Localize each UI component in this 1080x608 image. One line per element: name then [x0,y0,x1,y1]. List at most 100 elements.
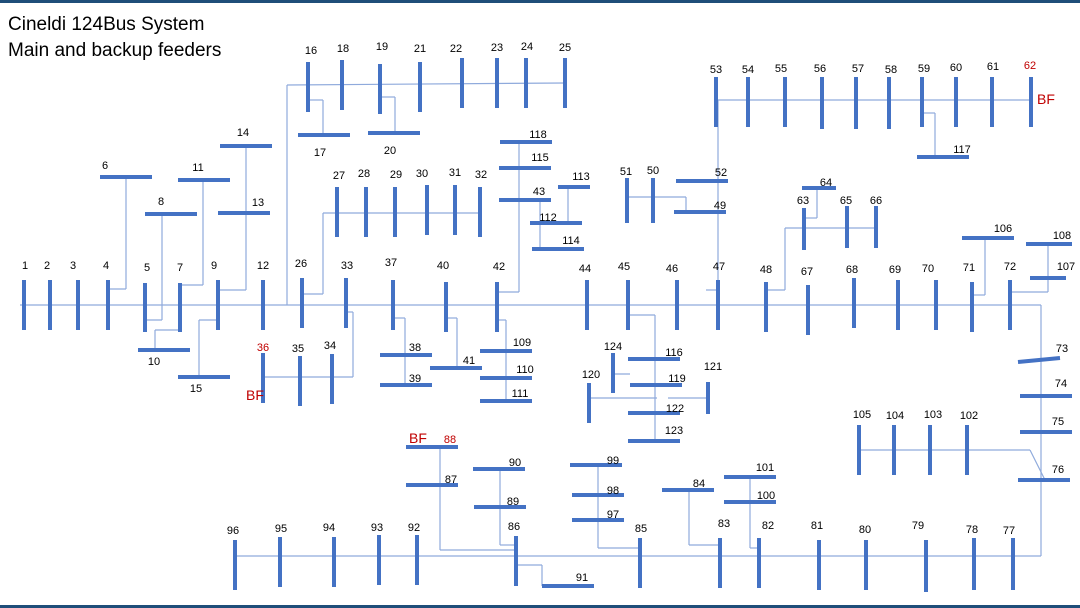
bus-label-81: 81 [811,520,823,532]
bus-label-59: 59 [918,63,930,75]
bus-label-25: 25 [559,42,571,54]
backup-feeder-label-36: BF [246,387,264,403]
bus-label-3: 3 [70,260,76,272]
bus-label-29: 29 [390,169,402,181]
backup-feeder-label-62: BF [1037,91,1055,107]
bus-label-11: 11 [192,162,203,174]
bus-label-4: 4 [103,260,109,272]
bus-label-54: 54 [742,64,754,76]
bus-label-14: 14 [237,127,249,139]
bus-label-13: 13 [252,197,264,209]
bus-label-35: 35 [292,343,304,355]
bus-label-79: 79 [912,520,924,532]
bus-label-91: 91 [576,572,588,584]
bus-label-93: 93 [371,522,383,534]
bus-label-88: 88 [444,434,456,446]
bus-label-115: 115 [531,152,549,164]
bus-label-58: 58 [885,64,897,76]
bus-label-26: 26 [295,258,307,270]
bus-label-24: 24 [521,41,533,53]
bus-label-51: 51 [620,166,632,178]
bus-label-19: 19 [376,41,388,53]
bus-label-73: 73 [1056,343,1068,355]
bus-label-28: 28 [358,168,370,180]
bus-label-99: 99 [607,455,619,467]
bus-label-87: 87 [445,474,457,486]
bus-label-97: 97 [607,509,619,521]
bus-label-57: 57 [852,63,864,75]
diagram-subtitle: Main and backup feeders [8,40,222,61]
bus-label-76: 76 [1052,464,1064,476]
bus-label-47: 47 [713,261,725,273]
bus-label-106: 106 [994,223,1012,235]
bus-label-31: 31 [449,167,461,179]
bus-label-12: 12 [257,260,269,272]
bus-label-77: 77 [1003,525,1015,537]
bus-label-117: 117 [953,144,971,156]
bus-label-122: 122 [666,403,684,415]
bus-label-111: 111 [512,388,529,400]
bus-label-23: 23 [491,42,503,54]
diagram-title: Cineldi 124Bus System [8,14,205,35]
bus-label-33: 33 [341,260,353,272]
bus-label-64: 64 [820,177,832,189]
bus-label-30: 30 [416,168,428,180]
bus-label-121: 121 [704,361,722,373]
bus-label-109: 109 [513,337,531,349]
bus-label-75: 75 [1052,416,1064,428]
bus-label-100: 100 [757,490,775,502]
bus-label-120: 120 [582,369,600,381]
bus-label-103: 103 [924,409,942,421]
bus-label-90: 90 [509,457,521,469]
bus-label-107: 107 [1057,261,1075,273]
bus-label-124: 124 [604,341,622,353]
bus-label-8: 8 [158,196,164,208]
bus-label-53: 53 [710,64,722,76]
bus-label-44: 44 [579,263,591,275]
bus-label-101: 101 [756,462,774,474]
bus-bars [22,58,1072,592]
bus-label-86: 86 [508,521,520,533]
bus-label-114: 114 [562,235,580,247]
bus-label-39: 39 [409,373,421,385]
bus-label-105: 105 [853,409,871,421]
bus-label-98: 98 [607,485,619,497]
bus-label-45: 45 [618,261,630,273]
bus-label-67: 67 [801,266,813,278]
bus-label-38: 38 [409,342,421,354]
bus-label-123: 123 [665,425,683,437]
bus-label-94: 94 [323,522,335,534]
bus-label-62: 62 [1024,60,1036,72]
bus-label-41: 41 [463,355,475,367]
bottom-border [0,605,1080,608]
bus-label-72: 72 [1004,261,1016,273]
bus-label-46: 46 [666,263,678,275]
bus-label-85: 85 [635,523,647,535]
bus-label-112: 112 [539,212,557,224]
bus-label-40: 40 [437,260,449,272]
bus-label-63: 63 [797,195,809,207]
bus-label-6: 6 [102,160,108,172]
bus-label-20: 20 [384,145,396,157]
bus-label-116: 116 [665,347,683,359]
bus-label-43: 43 [533,186,545,198]
bus-label-69: 69 [889,264,901,276]
bus-label-50: 50 [647,165,659,177]
bus-label-96: 96 [227,525,239,537]
bus-label-84: 84 [693,478,705,490]
backup-feeder-label-88: BF [409,430,427,446]
bus-label-49: 49 [714,200,726,212]
bus-label-119: 119 [668,373,686,385]
bus-label-5: 5 [144,262,150,274]
bus-label-1: 1 [22,260,28,272]
bus-label-32: 32 [475,169,487,181]
bus-label-15: 15 [190,383,202,395]
connection-line [286,82,566,86]
bus-label-102: 102 [960,410,978,422]
bus-label-104: 104 [886,410,904,422]
bus-label-68: 68 [846,264,858,276]
bus-label-10: 10 [148,356,160,368]
bus-label-2: 2 [44,260,50,272]
